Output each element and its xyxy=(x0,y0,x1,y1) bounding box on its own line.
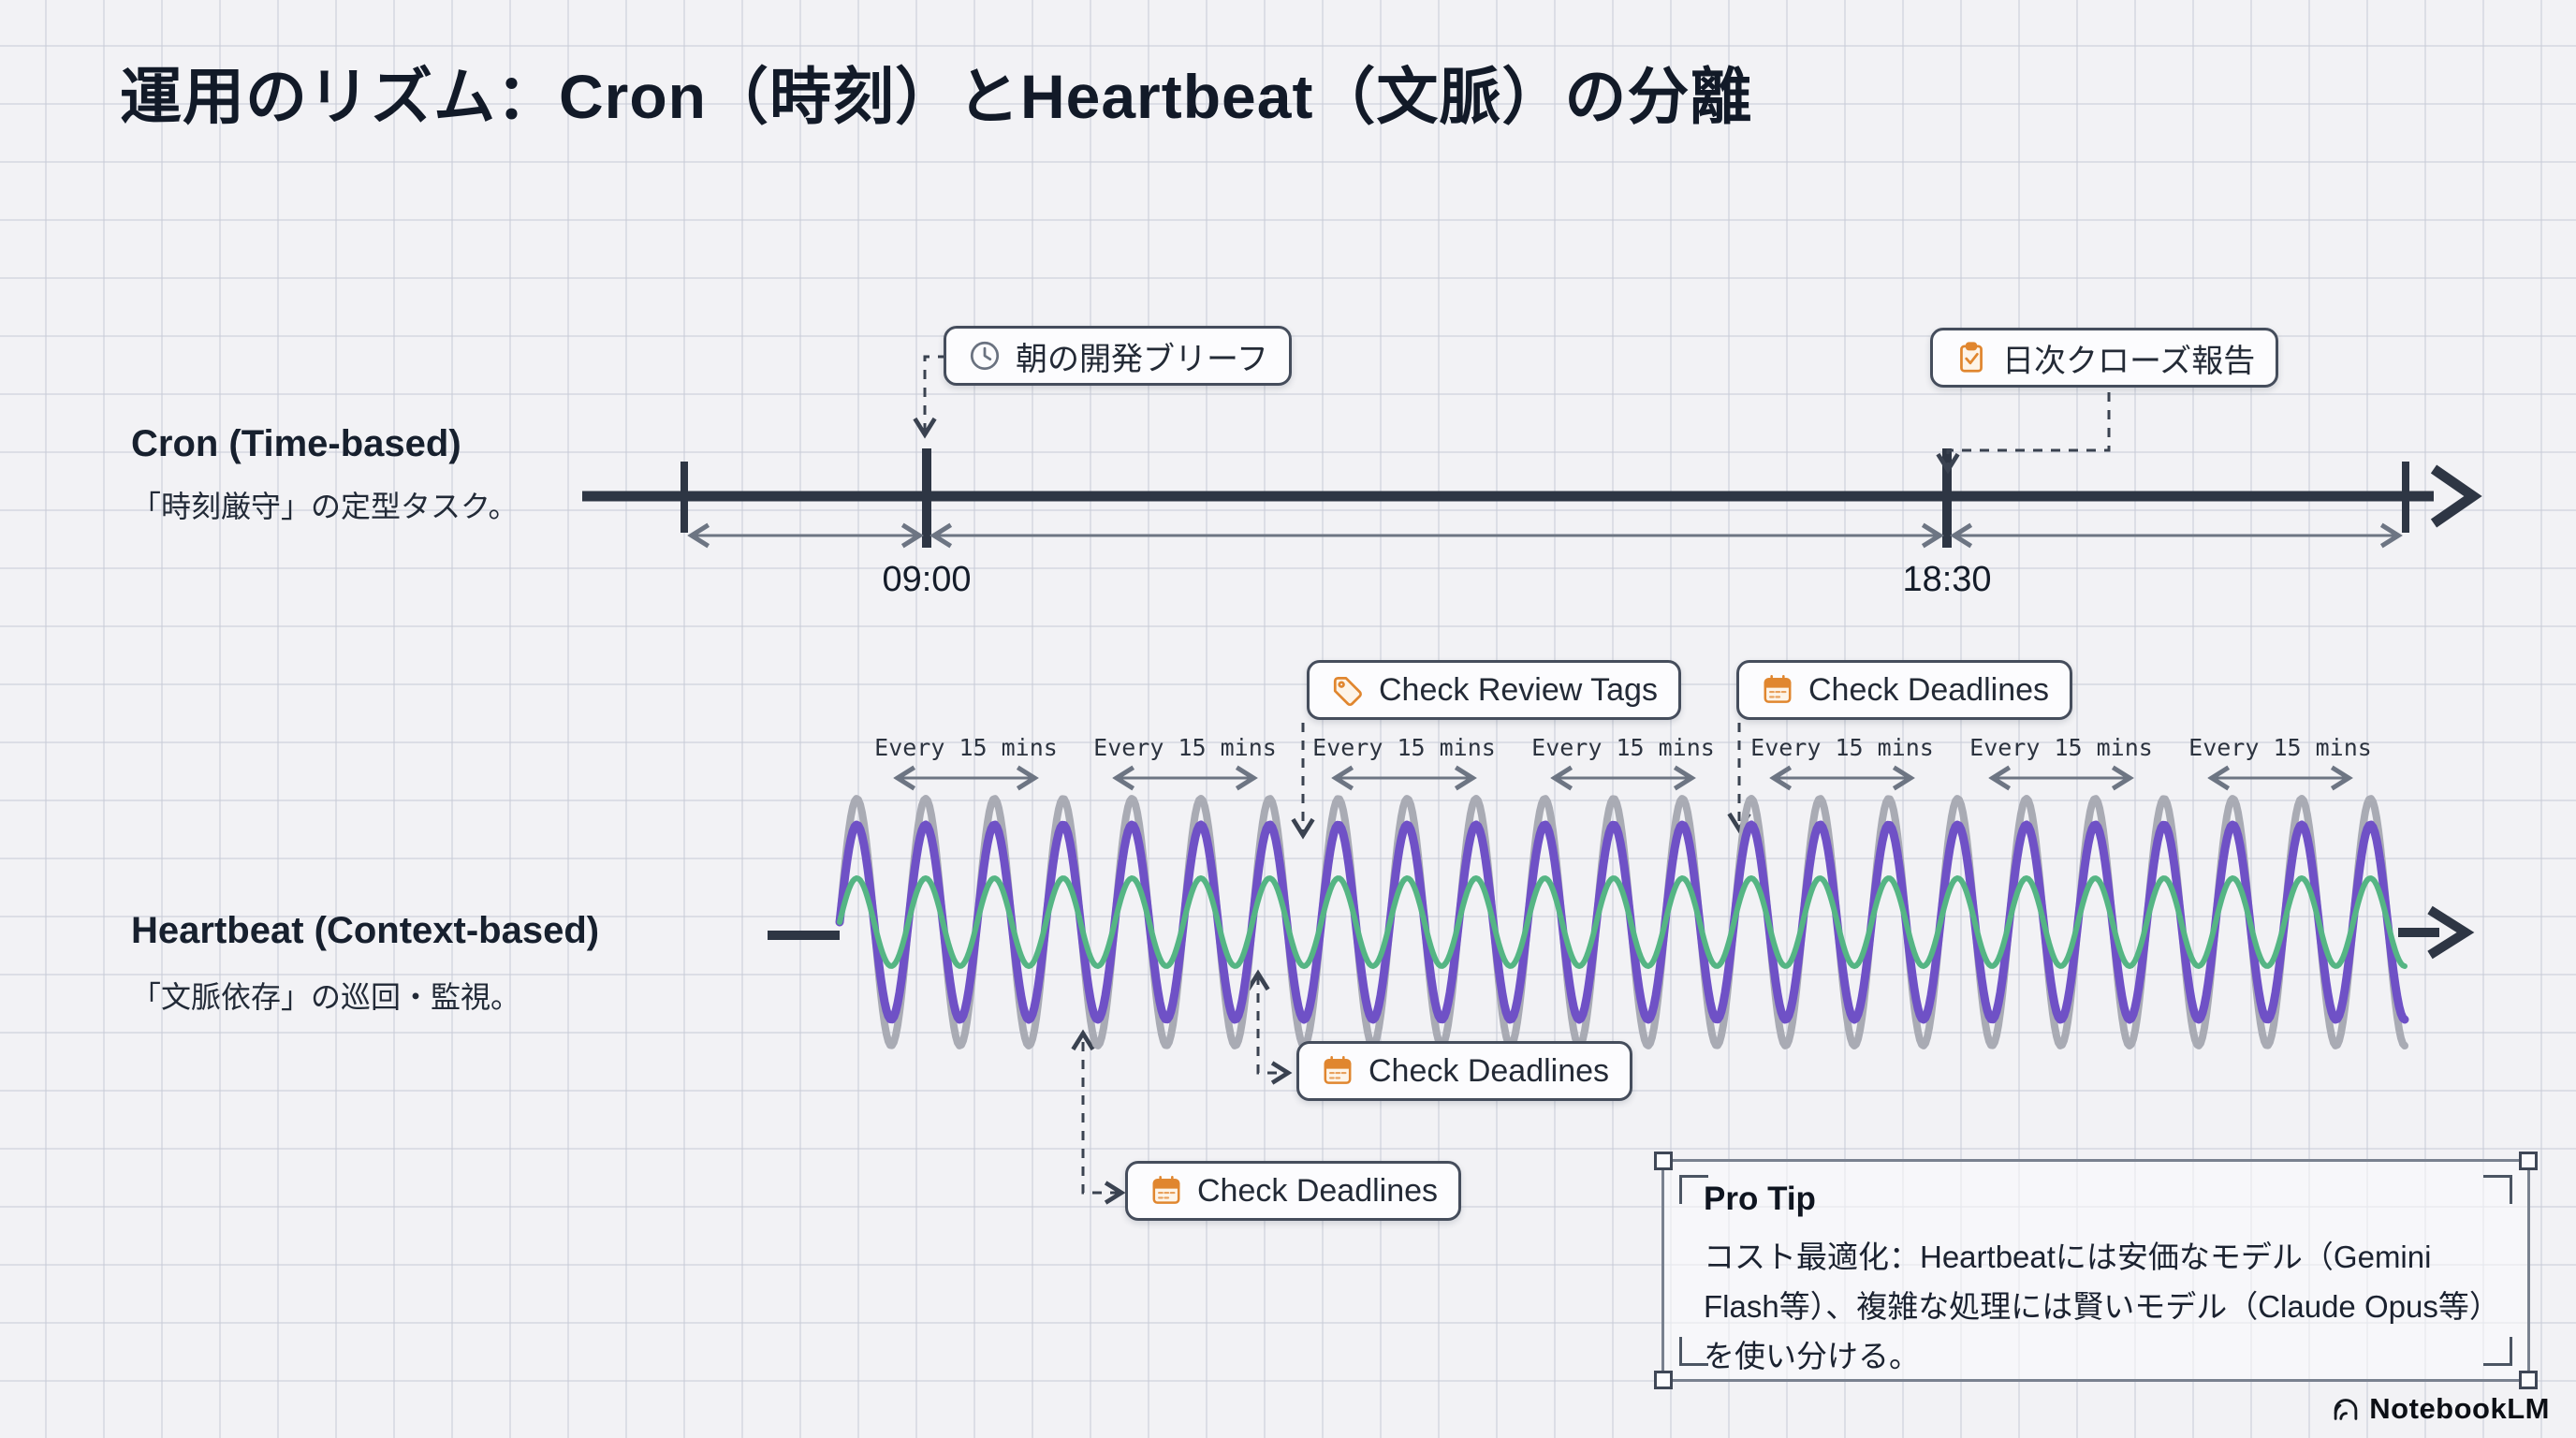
interval-label: Every 15 mins xyxy=(2188,734,2372,761)
notebooklm-logo-icon xyxy=(2330,1393,2362,1425)
interval-label: Every 15 mins xyxy=(874,734,1058,761)
callout-label: Check Deadlines xyxy=(1368,1052,1610,1089)
selection-handle[interactable] xyxy=(1654,1371,1673,1389)
cron-time-1830: 18:30 xyxy=(1902,560,1992,599)
cron-section-subheading: 「時刻厳守」の定型タスク。 xyxy=(131,490,519,523)
heartbeat-waveform xyxy=(835,795,2409,1049)
pro-tip-heading: Pro Tip xyxy=(1704,1181,1816,1217)
interval-label: Every 15 mins xyxy=(1093,734,1277,761)
callout-check-deadlines-middle[interactable]: Check Deadlines xyxy=(1296,1041,1633,1101)
selection-handle[interactable] xyxy=(1654,1152,1673,1170)
notebooklm-brand: NotebookLM xyxy=(2330,1392,2550,1426)
cron-section-heading: Cron (Time-based) xyxy=(131,423,461,464)
callout-label: Check Deadlines xyxy=(1197,1172,1439,1209)
clipboard-check-icon xyxy=(1954,340,1989,375)
calendar-icon xyxy=(1760,672,1795,708)
corner-bracket xyxy=(1679,1175,1708,1204)
cron-time-0900: 09:00 xyxy=(882,560,972,599)
callout-check-deadlines-top[interactable]: Check Deadlines xyxy=(1736,660,2073,720)
cron-timeline-axis xyxy=(582,448,2482,548)
heartbeat-axis-ends xyxy=(768,905,2475,960)
interval-label: Every 15 mins xyxy=(1969,734,2153,761)
calendar-icon xyxy=(1149,1173,1184,1209)
interval-label: Every 15 mins xyxy=(1312,734,1496,761)
wave-mid-purple xyxy=(835,820,2409,1024)
callout-check-review-tags[interactable]: Check Review Tags xyxy=(1307,660,1681,720)
clock-icon xyxy=(967,338,1003,374)
callout-morning-brief[interactable]: 朝の開発ブリーフ xyxy=(944,326,1292,386)
pro-tip-box[interactable]: Pro Tip コスト最適化：Heartbeatには安価なモデル（Gemini … xyxy=(1654,1152,2538,1389)
tag-icon xyxy=(1330,672,1366,708)
callout-label: Check Review Tags xyxy=(1379,671,1658,708)
heartbeat-section-heading: Heartbeat (Context-based) xyxy=(131,910,600,951)
heartbeat-section-subheading: 「文脈依存」の巡回・監視。 xyxy=(131,980,521,1014)
callout-label: Check Deadlines xyxy=(1808,671,2050,708)
selection-handle[interactable] xyxy=(2519,1371,2538,1389)
notebooklm-brand-text: NotebookLM xyxy=(2369,1392,2550,1425)
interval-label: Every 15 mins xyxy=(1531,734,1715,761)
callout-daily-close-report[interactable]: 日次クローズ報告 xyxy=(1930,328,2279,388)
corner-bracket xyxy=(2483,1337,2512,1366)
corner-bracket xyxy=(1679,1337,1708,1366)
pro-tip-body: コスト最適化：Heartbeatには安価なモデル（Gemini Flash等）、… xyxy=(1704,1240,2485,1373)
interval-label: Every 15 mins xyxy=(1750,734,1934,761)
corner-bracket xyxy=(2483,1175,2512,1204)
wave-inner-green xyxy=(837,875,2408,969)
selection-handle[interactable] xyxy=(2519,1152,2538,1170)
callout-check-deadlines-bottom[interactable]: Check Deadlines xyxy=(1125,1161,1462,1221)
page-title: 運用のリズム：Cron（時刻）とHeartbeat（文脈）の分離 xyxy=(120,62,1753,131)
calendar-icon xyxy=(1320,1053,1355,1089)
callout-label: 日次クローズ報告 xyxy=(2002,343,2256,379)
callout-label: 朝の開発ブリーフ xyxy=(1016,341,1268,377)
wave-outer-gray xyxy=(836,795,2408,1049)
